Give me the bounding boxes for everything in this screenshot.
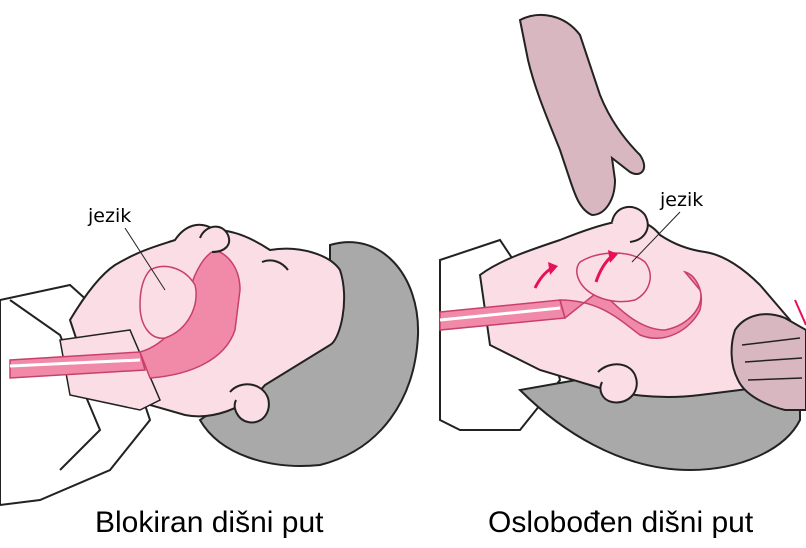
right-panel: jezik: [440, 15, 806, 470]
left-tongue-label: jezik: [87, 205, 131, 227]
left-caption: Blokiran dišni put: [95, 503, 323, 543]
right-caption: Oslobođen dišni put: [488, 503, 753, 543]
right-tongue-label: jezik: [659, 189, 703, 211]
left-panel: jezik: [0, 205, 418, 505]
right-upper-hand: [520, 15, 644, 215]
right-ear: [598, 364, 637, 402]
right-red-mark: [795, 300, 806, 325]
